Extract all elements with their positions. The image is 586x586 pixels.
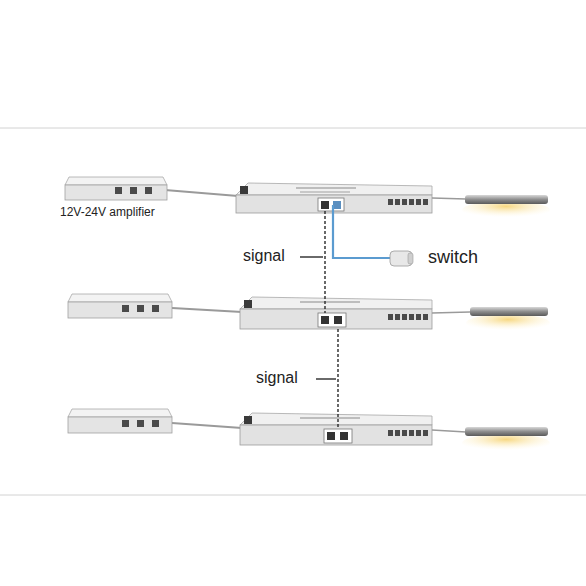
switch-symbol (390, 251, 413, 266)
signal-label: signal (256, 369, 298, 387)
light-wire (432, 198, 470, 432)
signal-label: signal (243, 247, 285, 265)
part-label: switch (428, 247, 478, 268)
frame-line (0, 495, 586, 496)
controller (236, 183, 432, 445)
part-label: 12V-24V amplifier (60, 206, 155, 220)
switch-wire (333, 205, 392, 258)
frame-line (0, 128, 586, 129)
power-wire (165, 190, 242, 428)
light-bar (462, 195, 550, 452)
signal-line (325, 211, 338, 429)
leader-line (300, 257, 336, 379)
